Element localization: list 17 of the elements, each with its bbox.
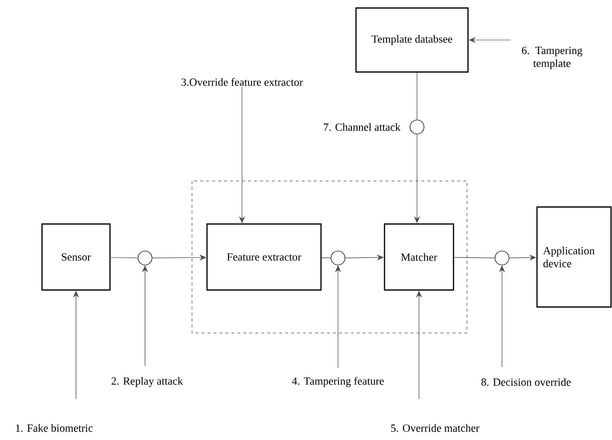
attack-label: 1. Fake biometric bbox=[16, 424, 93, 432]
attack-label: 7. Channel attack bbox=[324, 123, 401, 131]
attack-label: 2. Replay attack bbox=[112, 377, 183, 387]
process-box: Sensor bbox=[41, 223, 111, 291]
attack-point-circle bbox=[330, 250, 346, 266]
process-box: Matcher bbox=[384, 223, 454, 291]
attack-label: 3.Override feature extractor bbox=[182, 78, 303, 86]
process-box: Feature extractor bbox=[206, 223, 322, 291]
process-box: Template databsee bbox=[355, 7, 469, 73]
attack-label: 8. Decision override bbox=[481, 378, 571, 386]
process-box: Application device bbox=[536, 206, 612, 308]
attack-point-circle bbox=[494, 250, 510, 266]
attack-point-circle bbox=[410, 120, 424, 134]
attack-label: 5. Override matcher bbox=[391, 424, 480, 432]
attack-label: 6. Tampering template bbox=[522, 46, 582, 70]
attack-label: 4. Tampering feature bbox=[292, 376, 384, 388]
attack-point-circle bbox=[138, 250, 152, 266]
